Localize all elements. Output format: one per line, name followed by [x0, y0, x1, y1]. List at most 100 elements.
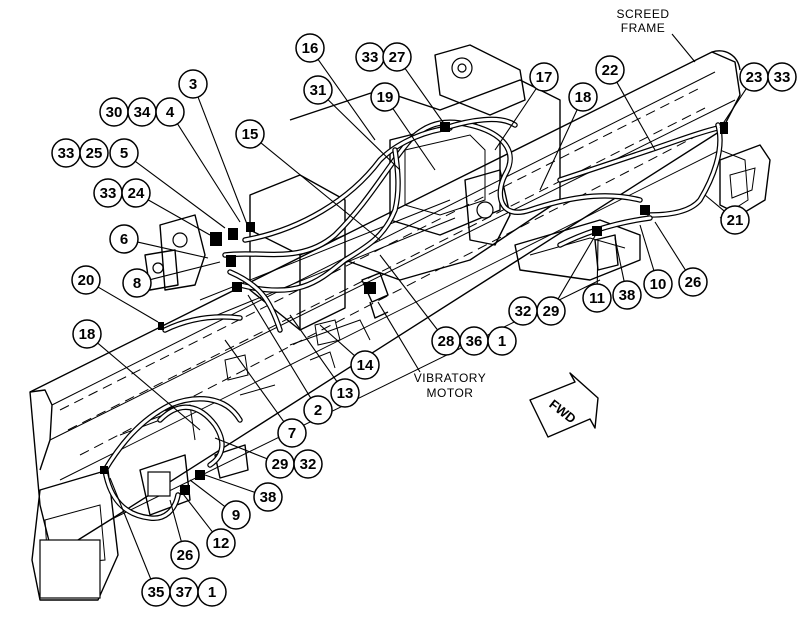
callout-c3: 3: [178, 69, 208, 99]
callout-c18b: 18: [72, 319, 102, 349]
callout-number: 3: [189, 76, 197, 93]
forward-arrow: FWD: [529, 372, 599, 438]
leader-line-c17: [494, 88, 537, 151]
callout-number: 18: [79, 326, 96, 343]
callout-number: 24: [128, 185, 145, 202]
callout-number: 38: [619, 287, 636, 304]
callout-c29a: 29: [536, 296, 566, 326]
leader-line-c8: [150, 261, 221, 281]
leader-line-c23: [719, 88, 747, 129]
callout-c26a: 26: [678, 267, 708, 297]
callout-number: 18: [575, 89, 592, 106]
callout-circle: [197, 577, 227, 607]
callout-circle: [79, 138, 109, 168]
callout-number: 38: [260, 489, 277, 506]
callout-number: 12: [213, 535, 230, 552]
leader-line-c24: [147, 199, 211, 236]
callout-leaders: [97, 59, 747, 580]
callout-number: 6: [120, 231, 128, 248]
callout-number: 1: [498, 333, 506, 350]
callout-number: 8: [133, 275, 141, 292]
callout-number: 19: [377, 89, 394, 106]
callout-circle: [303, 75, 333, 105]
leader-line-c28: [379, 254, 438, 331]
callout-circle: [767, 62, 797, 92]
leader-line-c16: [317, 59, 376, 141]
callout-circle: [508, 296, 538, 326]
callout-number: 36: [466, 333, 483, 350]
callout-c10: 10: [643, 269, 673, 299]
callout-c29b: 29: [265, 449, 295, 479]
callout-number: 20: [78, 272, 95, 289]
leader-line-c12: [179, 489, 213, 533]
callout-circle: [678, 267, 708, 297]
callout-number: 26: [177, 547, 194, 564]
callout-circle: [235, 119, 265, 149]
callout-c1a: 1: [487, 326, 517, 356]
callout-c33c: 33: [51, 138, 81, 168]
callout-circle: [72, 319, 102, 349]
callout-c33a: 33: [355, 42, 385, 72]
hose-fittings: [100, 122, 728, 495]
callout-circle: [206, 528, 236, 558]
callout-circle: [293, 449, 323, 479]
callout-number: 11: [589, 290, 605, 307]
callout-c38a: 38: [612, 280, 642, 310]
leader-line-c18b: [97, 342, 201, 431]
callout-c30: 30: [99, 97, 129, 127]
leader-line-c7: [224, 339, 285, 422]
callout-circle: [382, 42, 412, 72]
callout-c32a: 32: [508, 296, 538, 326]
vibratory-motor-label: VIBRATORY MOTOR: [377, 301, 486, 400]
callout-circle: [612, 280, 642, 310]
callout-c32b: 32: [293, 449, 323, 479]
callout-number: 29: [543, 303, 560, 320]
leader-line-c19: [392, 108, 436, 171]
callout-c33b: 33: [767, 62, 797, 92]
leader-line-c9: [189, 479, 226, 507]
callout-circle: [109, 138, 139, 168]
leader-line-c10: [639, 224, 655, 271]
callout-circle: [253, 482, 283, 512]
leader-line-c4: [177, 123, 241, 223]
callout-number: 29: [272, 456, 289, 473]
leader-line-c3: [197, 96, 251, 233]
callout-c27: 27: [382, 42, 412, 72]
vibratory-motor-label-line2: MOTOR: [427, 386, 474, 400]
callout-circle: [178, 69, 208, 99]
callout-number: 28: [438, 333, 455, 350]
callout-circle: [568, 82, 598, 112]
leader-line-c26a: [654, 221, 686, 271]
leader-line-c29a: [557, 235, 596, 300]
callout-circle: [720, 205, 750, 235]
leader-line-c2: [247, 294, 312, 399]
callout-c13: 13: [330, 378, 360, 408]
leader-line-c38b: [204, 474, 255, 493]
leader-line-c18a: [539, 109, 578, 191]
callout-c1b: 1: [197, 577, 227, 607]
callout-circle: [487, 326, 517, 356]
callout-c14: 14: [350, 350, 380, 380]
callout-c11: 11: [582, 283, 612, 313]
leader-line-c22: [616, 81, 656, 151]
callout-number: 33: [774, 69, 791, 86]
callout-number: 33: [58, 145, 75, 162]
callout-circle: [303, 395, 333, 425]
callout-c12: 12: [206, 528, 236, 558]
callout-c38b: 38: [253, 482, 283, 512]
callout-number: 5: [120, 145, 128, 162]
leader-line-c26b: [169, 499, 182, 542]
callout-number: 34: [134, 104, 151, 121]
callout-c19: 19: [370, 82, 400, 112]
callout-number: 10: [650, 276, 667, 293]
hydraulic-hoses: [102, 116, 723, 521]
leader-line-c31: [327, 99, 401, 171]
callout-c2: 2: [303, 395, 333, 425]
callout-number: 23: [746, 69, 763, 86]
callout-circle: [582, 283, 612, 313]
callout-number: 13: [337, 385, 354, 402]
leader-line-c5: [134, 160, 226, 229]
leader-line-c14: [319, 324, 355, 357]
